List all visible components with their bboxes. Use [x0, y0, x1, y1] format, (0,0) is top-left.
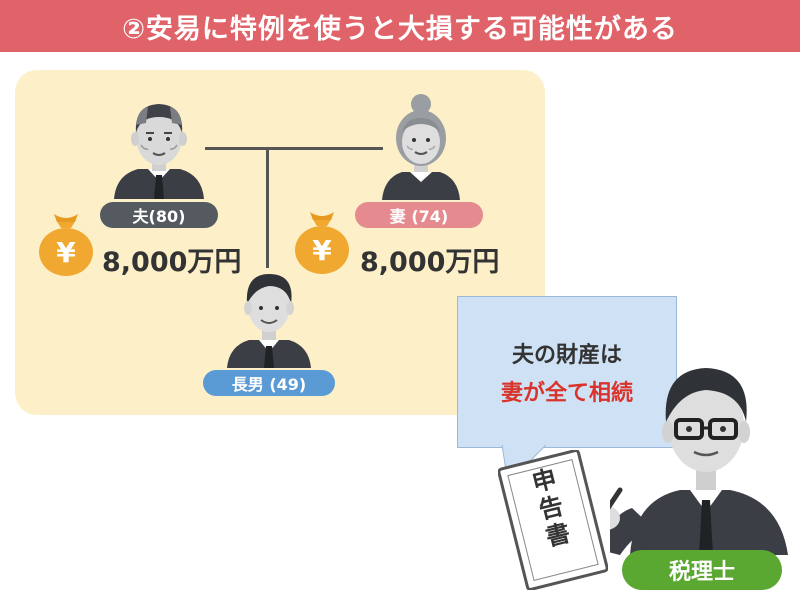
marriage-line [205, 147, 383, 150]
son-figure [223, 268, 315, 368]
wife-amount: 8,000万円 [360, 247, 500, 278]
husband-figure [108, 95, 210, 199]
speech-bubble: 夫の財産は 妻が全て相続 [457, 296, 677, 448]
husband-amount: 8,000万円 [102, 247, 242, 278]
elderly-man-icon [114, 104, 204, 199]
tax-accountant-tag: 税理士 [622, 550, 782, 590]
husband-tag: 夫(80) [100, 202, 218, 228]
yen-icon: ¥ [56, 236, 76, 269]
tax-return-document-icon [498, 450, 608, 590]
son-tag: 長男 (49) [203, 370, 335, 396]
elderly-woman-icon [382, 94, 460, 200]
young-man-icon [227, 274, 311, 368]
child-line [266, 148, 269, 268]
money-bag-icon-wife: ¥ [295, 212, 349, 274]
wife-tag: 妻 (74) [355, 202, 483, 228]
bubble-line1: 夫の財産は [511, 343, 622, 368]
page-title: ②安易に特例を使うと大損する可能性がある [0, 0, 800, 52]
tax-accountant-figure [610, 368, 788, 555]
money-bag-icon-husband: ¥ [39, 214, 93, 276]
bubble-line2: 妻が全て相続 [500, 381, 633, 406]
wife-figure [380, 92, 462, 200]
yen-icon: ¥ [312, 234, 332, 267]
